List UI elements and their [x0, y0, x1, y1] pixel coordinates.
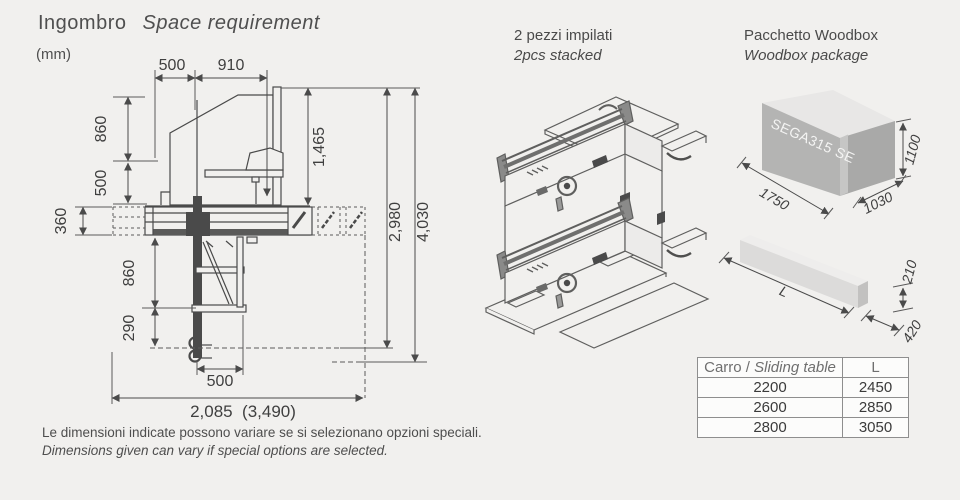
stacked-title-en: 2pcs stacked [514, 47, 602, 64]
beam-end-face [858, 281, 868, 308]
table-row: 2200 2450 [697, 377, 909, 398]
package-title: Pacchetto Woodbox Woodbox package [744, 26, 878, 66]
stacked-title: 2 pezzi impilati 2pcs stacked [514, 26, 612, 66]
dim-bottom-500: 500 [207, 373, 234, 390]
phantom-table-left [112, 206, 145, 236]
dim-290: 290 [121, 315, 138, 342]
dim-total-width: 2,085 (3,490) [190, 402, 296, 421]
crate-top-face [762, 90, 895, 138]
machine-side-view [112, 86, 427, 398]
page-title-en: Space requirement [142, 12, 320, 34]
spec-carro-value: 2200 [697, 377, 843, 398]
spec-carro-value: 2800 [697, 417, 843, 438]
table-row: 2800 3050 [697, 417, 909, 438]
woodbox-package-drawing: SEGA315 SE 1750 1030 1100 L 210 420 [718, 90, 925, 345]
spec-header-L: L [842, 357, 909, 378]
dim-top-500: 500 [159, 57, 186, 74]
dim-360: 360 [53, 208, 70, 235]
footnote: Le dimensioni indicate possono variare s… [42, 424, 482, 460]
page-title: Ingombro Space requirement [38, 12, 320, 35]
space-requirement-drawing: 500 910 860 500 360 860 290 1,465 2,980 … [53, 57, 432, 421]
woodbox-crate: SEGA315 SE [762, 90, 895, 196]
dim-4030: 4,030 [415, 202, 432, 242]
dimension-lines [79, 74, 419, 402]
page-title-it: Ingombro [38, 12, 127, 34]
spec-carro-value: 2600 [697, 397, 843, 418]
dimension-labels: 500 910 860 500 360 860 290 1,465 2,980 … [53, 57, 432, 421]
dim-beam-210: 210 [898, 258, 920, 286]
dim-2980: 2,980 [387, 202, 404, 242]
footnote-en: Dimensions given can vary if special opt… [42, 443, 388, 458]
dim-1750: 1750 [757, 184, 792, 214]
pallet-plates [484, 249, 710, 349]
package-title-en: Woodbox package [744, 47, 869, 64]
dim-1030: 1030 [860, 188, 895, 216]
sliding-table-spec: Carro / Sliding table L 2200 2450 2600 2… [697, 357, 909, 438]
dim-beam-420: 420 [899, 317, 925, 345]
footnote-it: Le dimensioni indicate possono variare s… [42, 425, 482, 440]
stacked-title-it: 2 pezzi impilati [514, 27, 613, 44]
machine-unit-top [495, 99, 708, 213]
beam-package [740, 235, 868, 308]
dim-1465: 1,465 [311, 127, 328, 167]
stacked-machines-drawing [484, 96, 710, 349]
crate-edge-strip [840, 134, 848, 196]
spec-L-value: 2850 [842, 397, 909, 418]
dim-1100: 1100 [901, 133, 924, 166]
dim-500-mid: 500 [93, 170, 110, 197]
package-title-it: Pacchetto Woodbox [744, 27, 878, 44]
dim-top-910: 910 [218, 57, 245, 74]
spec-header-carro: Carro / Sliding table [697, 357, 843, 378]
spec-header-row: Carro / Sliding table L [697, 357, 909, 378]
table-row: 2600 2850 [697, 397, 909, 418]
dim-860-upper: 860 [93, 116, 110, 143]
units-label: (mm) [36, 46, 71, 63]
spec-L-value: 3050 [842, 417, 909, 438]
crate-side-face [840, 121, 895, 196]
spec-L-value: 2450 [842, 377, 909, 398]
phantom-table-right [312, 206, 366, 398]
dim-beam-L: L [777, 283, 791, 301]
dim-860-lower: 860 [121, 260, 138, 287]
